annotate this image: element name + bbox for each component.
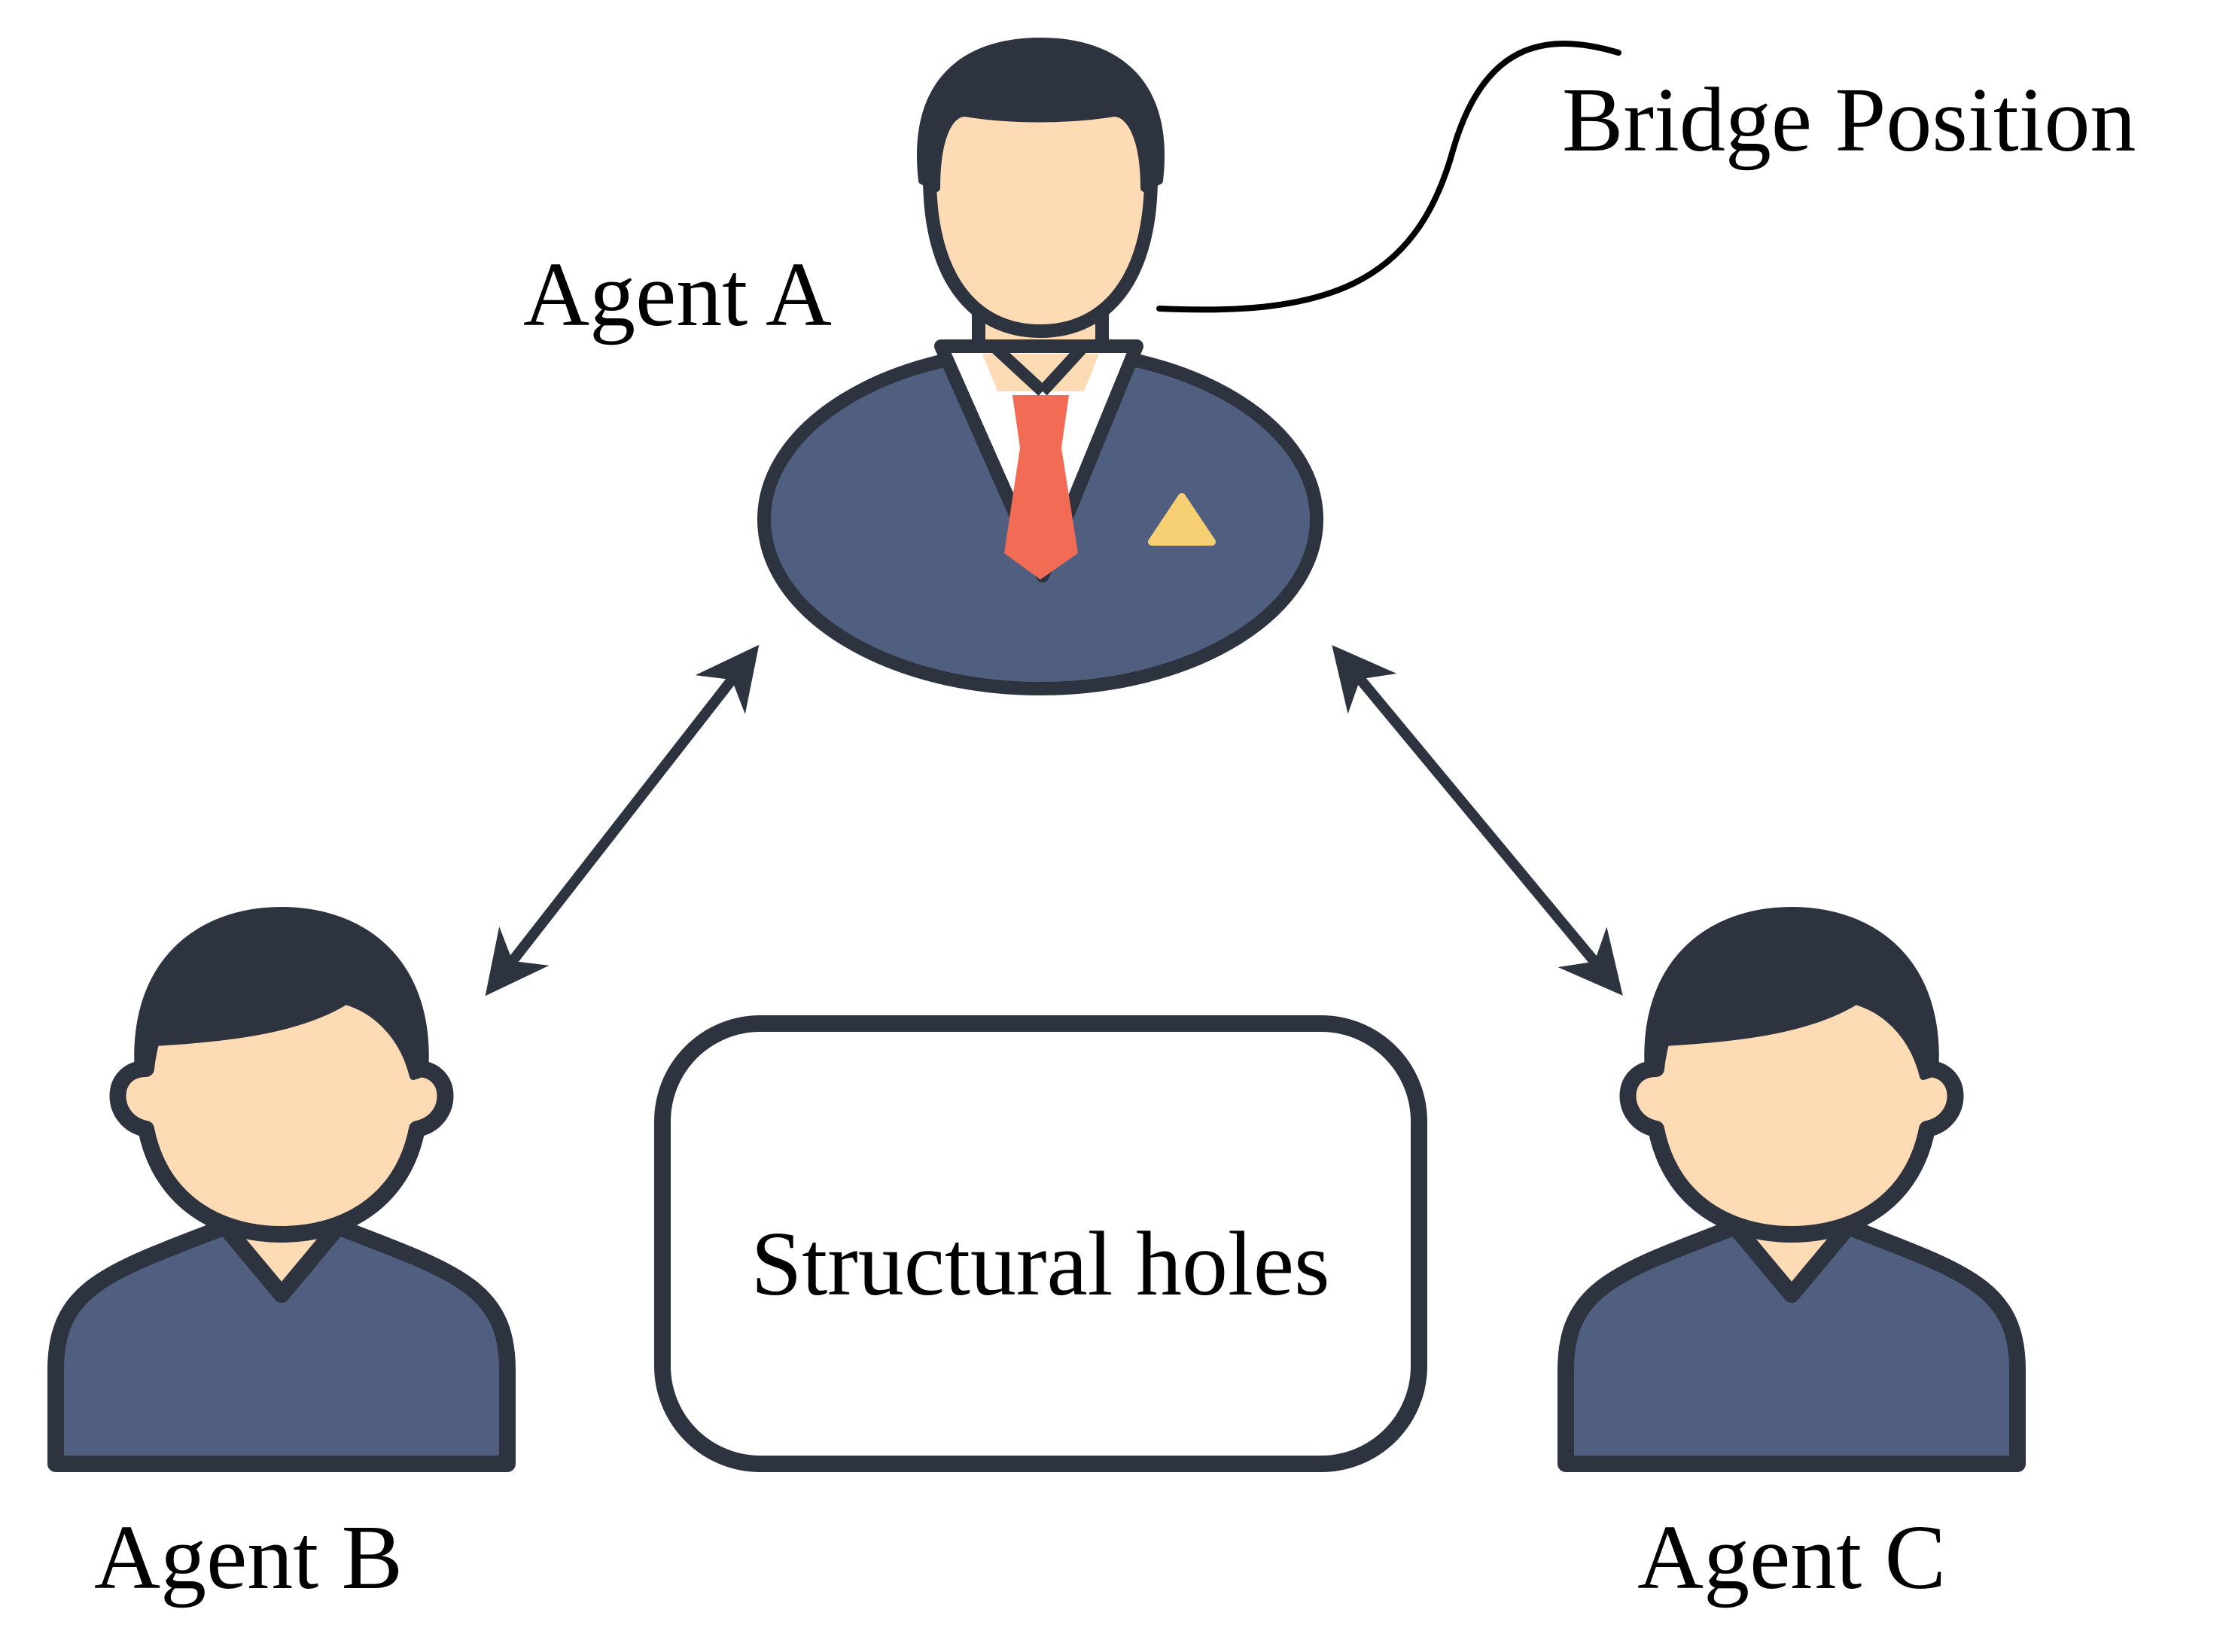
- agent-a-badge: [1148, 493, 1216, 546]
- agent-a-businessman-icon: [757, 38, 1323, 695]
- agent-a-label: Agent A: [523, 244, 832, 345]
- arrow-a-c: [1332, 645, 1623, 996]
- bridge-position-label: Bridge Position: [1562, 69, 2136, 171]
- structural-holes-label: Structural holes: [751, 1213, 1329, 1315]
- agent-c-hair: [1644, 907, 1939, 1080]
- agent-b-hair: [134, 907, 429, 1080]
- agent-a-hair: [917, 38, 1165, 192]
- agent-b-label: Agent B: [94, 1507, 403, 1608]
- bridge-callout-line: [1156, 40, 1621, 313]
- arrow-a-b: [485, 644, 760, 996]
- agent-b-person-icon: [47, 907, 516, 1472]
- structural-holes-box: [654, 1015, 1427, 1472]
- agent-c-person-icon: [1558, 907, 2026, 1472]
- agent-a-tie: [1004, 395, 1078, 580]
- agent-c-label: Agent C: [1637, 1507, 1946, 1608]
